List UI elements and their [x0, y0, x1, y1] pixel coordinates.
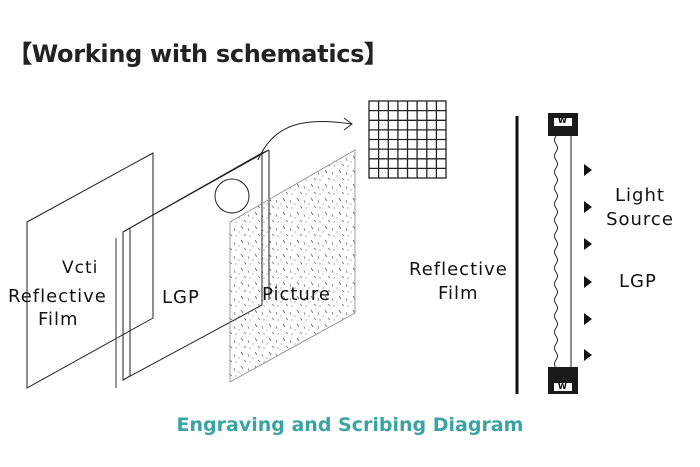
light-arrows — [584, 164, 592, 361]
cross-reflective-film-line1: Reflective — [409, 259, 508, 280]
reflective-film-panel — [26, 152, 154, 389]
reflective-film-label-line1: Reflective — [8, 286, 107, 307]
reflective-film-label-line2: Film — [38, 309, 79, 330]
frame-bottom — [548, 367, 578, 394]
frame-top — [548, 113, 578, 136]
magnifier-circle — [214, 178, 250, 214]
lgp-panel-side — [122, 227, 131, 381]
lgp-wavy-edge — [554, 135, 558, 369]
picture-label: Picture — [262, 284, 331, 305]
vcti-label: Vcti — [62, 258, 99, 278]
zoom-arrow — [257, 120, 353, 161]
cross-lgp-label: LGP — [619, 271, 657, 292]
page-title: 【Working with schematics】 — [8, 40, 388, 68]
frame-bottom-mark: W — [558, 382, 567, 391]
picture-panel — [229, 149, 356, 383]
diagram-caption: Engraving and Scribing Diagram — [176, 414, 524, 436]
grid-detail — [368, 100, 447, 179]
light-source-line1: Light — [615, 185, 665, 206]
cross-reflective-film-line2: Film — [438, 283, 479, 304]
frame-top-mark: W — [558, 116, 567, 125]
light-source-line2: Source — [606, 209, 674, 230]
lgp-label: LGP — [162, 287, 200, 308]
